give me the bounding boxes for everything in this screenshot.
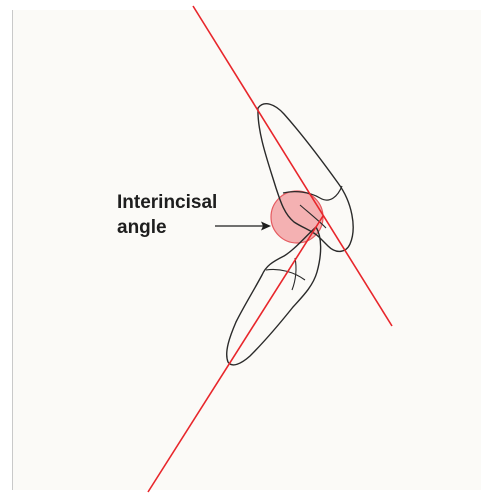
lower-incisor-inner-line: [265, 268, 306, 281]
upper-incisor-axis-line: [192, 5, 393, 327]
interincisal-angle-label: Interincisal angle: [117, 190, 217, 240]
label-line-2: angle: [117, 217, 167, 238]
lower-incisor-axis-line: [147, 215, 324, 493]
upper-incisor-inner-line: [299, 204, 327, 229]
upper-incisor-inner-line: [282, 185, 343, 201]
pointer-arrow-head-icon: [261, 221, 271, 231]
upper-incisor-outline: [257, 103, 354, 253]
diagram-panel: [12, 10, 481, 490]
interincisal-angle-marker: [270, 190, 324, 244]
lower-incisor-outline: [226, 225, 322, 366]
label-line-1: Interincisal: [117, 192, 218, 213]
